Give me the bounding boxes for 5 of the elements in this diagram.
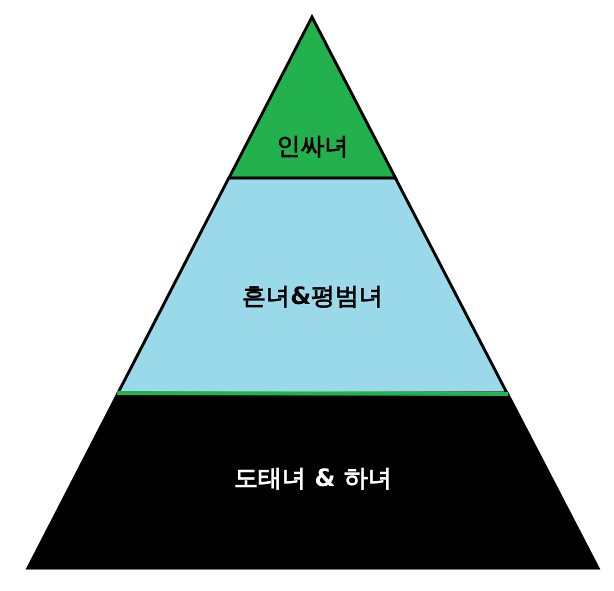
tier-label: 흔녀&평범녀 [241,281,384,312]
tier-label: 도태녀 & 하녀 [233,463,393,494]
pyramid-bottom-tier [28,393,598,568]
tier-label: 인싸녀 [275,131,350,162]
pyramid-middle-tier [118,178,508,393]
